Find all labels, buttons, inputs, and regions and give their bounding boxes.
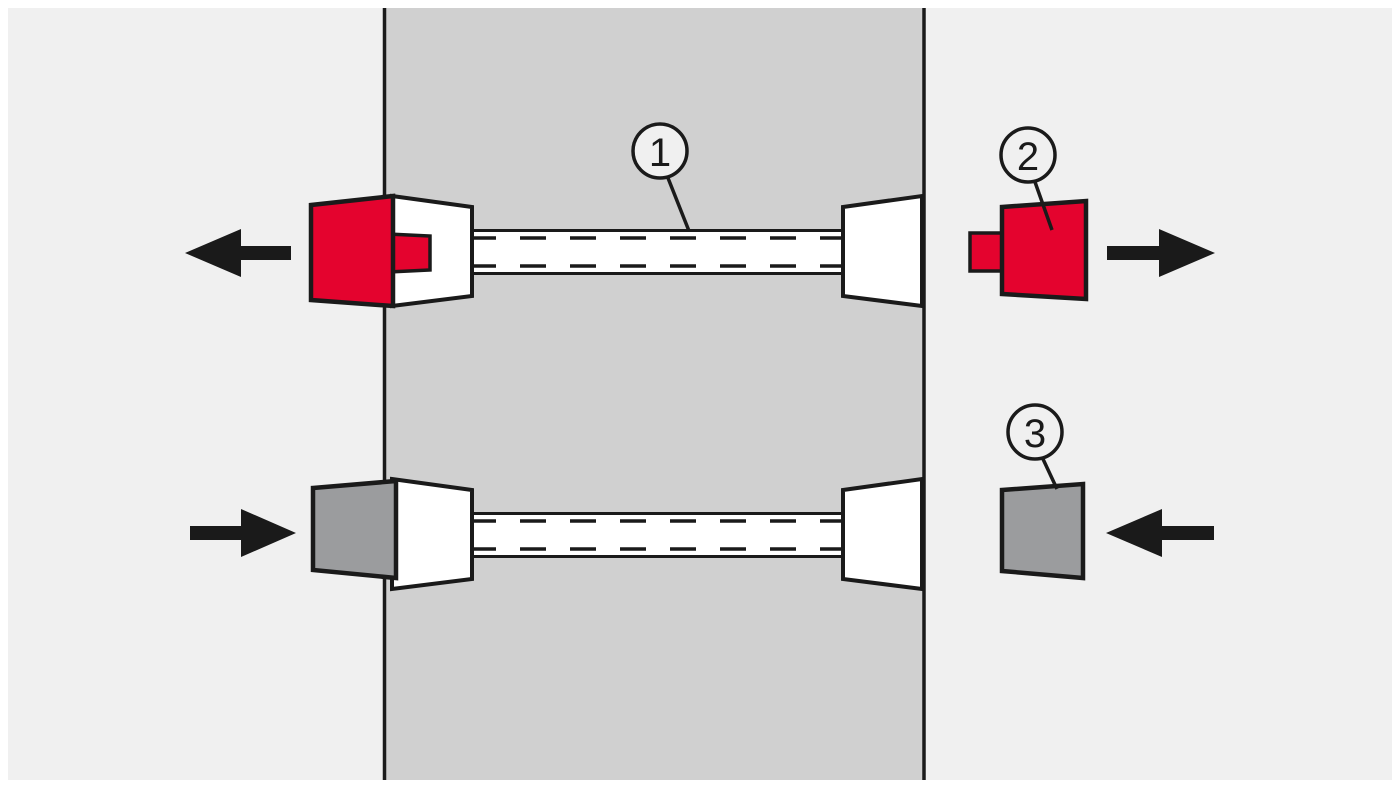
arrow-top-left	[185, 229, 291, 277]
sleeve-tube-body	[468, 512, 846, 558]
sleeve-tube-upper	[468, 229, 846, 275]
arrow-top-left-head	[185, 229, 241, 277]
arrow-bottom-left	[190, 509, 296, 557]
detached-gray-block[interactable]	[999, 481, 1086, 581]
callout-1-circle	[631, 122, 689, 180]
left-flange-lower	[390, 476, 474, 592]
arrow-bottom-right	[1106, 509, 1214, 557]
detached-red-block[interactable]	[968, 198, 1089, 302]
arrow-bottom-right-head	[1106, 509, 1162, 557]
arrow-top-left-shaft	[240, 246, 291, 260]
callout-3-leader	[1041, 458, 1059, 490]
arrow-bottom-right-shaft	[1162, 526, 1214, 540]
arrow-bottom-left-shaft	[190, 526, 242, 540]
sleeve-tube-lower	[468, 512, 846, 558]
callout-3-circle	[1006, 403, 1064, 461]
detached-red-block-body	[999, 198, 1089, 302]
left-red-block-upper[interactable]	[308, 193, 396, 309]
upper-assembly	[185, 193, 1215, 309]
arrow-top-right-head	[1159, 229, 1215, 277]
left-gray-block-lower[interactable]	[310, 478, 399, 581]
callout-1-leader	[666, 177, 691, 232]
callout-2[interactable]: 2	[999, 126, 1057, 231]
callout-2-circle	[999, 126, 1057, 184]
callout-2-number: 2	[1017, 135, 1039, 179]
right-flange-lower	[841, 476, 924, 592]
callout-2-leader	[1033, 181, 1054, 231]
arrow-top-right	[1107, 229, 1215, 277]
sleeve-tube-body	[468, 229, 846, 275]
lower-assembly	[190, 476, 1214, 592]
arrow-top-right-shaft	[1107, 246, 1160, 260]
callout-3[interactable]: 3	[1006, 403, 1064, 490]
callout-1-number: 1	[649, 131, 671, 175]
right-flange-upper	[841, 193, 924, 309]
callout-1[interactable]: 1	[631, 122, 691, 232]
arrow-bottom-left-head	[241, 509, 296, 557]
callout-3-number: 3	[1024, 412, 1046, 456]
